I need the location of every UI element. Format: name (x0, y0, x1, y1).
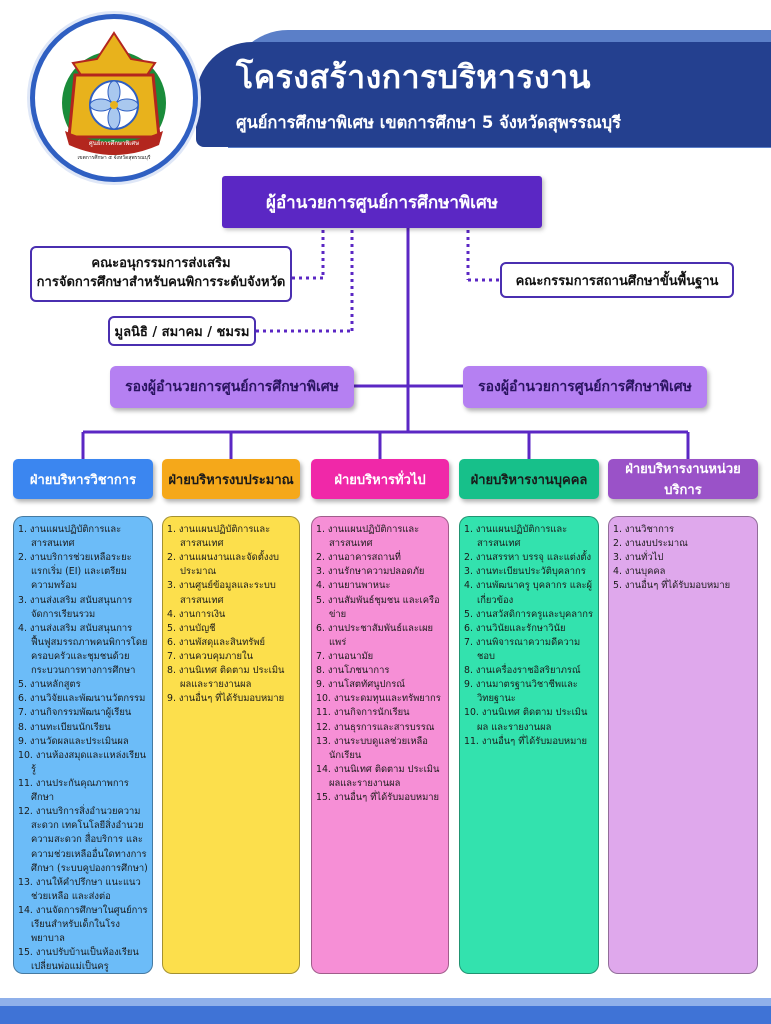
foundation-box: มูลนิธิ / สมาคม / ชมรม (108, 316, 256, 346)
task-item: 1. งานวิชาการ (613, 524, 675, 535)
task-item: 6. งานประชาสัมพันธ์และเผยแพร่ (316, 622, 434, 648)
task-item: 3. งานทะเบียนประวัติบุคลากร (464, 566, 586, 578)
task-item: 11. งานประกันคุณภาพการศึกษา (18, 777, 129, 804)
task-item: 5. งานสัมพันธ์ชุมชน และเครือข่าย (316, 594, 440, 620)
task-item: 8. งานทะเบียนนักเรียน (18, 721, 111, 733)
task-item: 5. งานหลักสูตร (18, 679, 81, 691)
footer-band-dark (0, 1006, 771, 1024)
task-item: 2. งานสรรหา บรรจุ และแต่งตั้ง (464, 552, 592, 564)
task-item: 4. งานส่งเสริม สนับสนุนการฟื้นฟูสมรรถภาพ… (18, 622, 148, 677)
provincial-subcommittee-line2: การจัดการศึกษาสำหรับคนพิการระดับจังหวัด (36, 275, 286, 290)
svg-text:เขตการศึกษา ๕ จังหวัดสุพรรณบุร: เขตการศึกษา ๕ จังหวัดสุพรรณบุรี (77, 154, 150, 161)
task-item: 1. งานแผนปฏิบัติการและสารสนเทศ (316, 524, 420, 550)
task-item: 10. งานนิเทศ ติดตาม ประเมินผล และรายงานผ… (464, 707, 588, 733)
task-item: 9. งานอื่นๆ ที่ได้รับมอบหมาย (167, 693, 285, 705)
dept-academic-header: ฝ่ายบริหารวิชาการ (13, 459, 153, 499)
task-item: 15. งานปรับบ้านเป็นห้องเรียน เปลี่ยนพ่อแ… (18, 947, 139, 973)
task-item: 3. งานศูนย์ข้อมูลและระบบสารสนเทศ (167, 580, 276, 606)
task-item: 15. งานอื่นๆ ที่ได้รับมอบหมาย (316, 792, 440, 804)
footer-band-light (0, 998, 771, 1006)
deputy-director-left-box: รองผู้อำนวยการศูนย์การศึกษาพิเศษ (110, 366, 354, 408)
task-item: 12. งานธุรการและสารบรรณ (316, 721, 435, 733)
dept-personnel-task-list: 1. งานแผนปฏิบัติการและสารสนเทศ 2. งานสรรห… (459, 516, 599, 974)
task-item: 12. งานบริการสิ่งอำนวยความสะดวก เทคโนโลย… (18, 806, 148, 874)
task-item: 14. งานจัดการศึกษาในศูนย์การเรียนสำหรับเ… (18, 904, 148, 945)
task-item: 2. งานอาคารสถานที่ (316, 552, 401, 564)
task-item: 4. งานพัฒนาครู บุคลากร และผู้เกี่ยวข้อง (464, 580, 593, 606)
task-item: 14. งานนิเทศ ติดตาม ประเมินผลและรายงานผล (316, 763, 440, 789)
task-item: 1. งานแผนปฏิบัติการและสารสนเทศ (167, 524, 271, 550)
task-item: 13. งานระบบดูแลช่วยเหลือนักเรียน (316, 735, 428, 761)
basic-education-committee-box: คณะกรรมการสถานศึกษาขั้นพื้นฐาน (500, 262, 734, 298)
task-item: 6. งานพัสดุและสินทรัพย์ (167, 636, 266, 648)
task-item: 9. งานวัดผลและประเมินผล (18, 735, 129, 747)
emblem-icon: ศูนย์การศึกษาพิเศษ เขตการศึกษา ๕ จังหวัด… (62, 31, 166, 161)
dept-general-task-list: 1. งานแผนปฏิบัติการและสารสนเทศ 2. งานอาคา… (311, 516, 449, 974)
task-item: 10. งานระดมทุนและทรัพยากร (316, 693, 441, 705)
task-item: 13. งานให้คำปรึกษา แนะแนว ช่วยเหลือ และส… (18, 876, 141, 902)
task-item: 2. งานแผนงานและจัดตั้งงบประมาณ (167, 552, 279, 578)
task-item: 6. งานวินัยและรักษาวินัย (464, 622, 566, 634)
task-item: 4. งานการเงิน (167, 608, 226, 620)
dept-general-header: ฝ่ายบริหารทั่วไป (311, 459, 449, 499)
provincial-subcommittee-line1: คณะอนุกรรมการส่งเสริม (91, 256, 231, 272)
task-item: 3. งานส่งเสริม สนับสนุนการจัดการเรียนรวม (18, 594, 133, 620)
task-item: 7. งานควบคุมภายใน (167, 650, 254, 662)
task-item: 5. งานอื่นๆ ที่ได้รับมอบหมาย (613, 580, 731, 592)
task-item: 3. งานทั่วไป (613, 552, 664, 564)
deputy-director-right-box: รองผู้อำนวยการศูนย์การศึกษาพิเศษ (463, 366, 707, 408)
task-item: 7. งานอนามัย (316, 650, 374, 662)
page-title: โครงสร้างการบริหารงาน (236, 58, 591, 96)
task-item: 2. งานงบประมาณ (613, 538, 688, 550)
header-banner (196, 42, 771, 147)
task-item: 2. งานบริการช่วยเหลือระยะแรกเริ่ม (EI) แ… (18, 552, 132, 592)
provincial-subcommittee-box: คณะอนุกรรมการส่งเสริม การจัดการศึกษาสำหร… (30, 246, 292, 302)
task-item: 3. งานรักษาความปลอดภัย (316, 566, 425, 578)
task-item: 9. งานมาตรฐานวิชาชีพและวิทยฐานะ (464, 679, 578, 705)
task-item: 7. งานกิจกรรมพัฒนาผู้เรียน (18, 707, 132, 719)
task-item: 11. งานอื่นๆ ที่ได้รับมอบหมาย (464, 735, 588, 747)
task-item: 4. งานยานพาหนะ (316, 580, 391, 592)
page-subtitle: ศูนย์การศึกษาพิเศษ เขตการศึกษา 5 จังหวัด… (236, 113, 621, 132)
task-item: 5. งานบัญชี (167, 622, 216, 634)
director-box: ผู้อำนวยการศูนย์การศึกษาพิเศษ (222, 176, 542, 228)
task-item: 7. งานพิจารณาความดีความชอบ (464, 636, 581, 662)
task-item: 10. งานห้องสมุดและแหล่งเรียนรู้ (18, 749, 147, 775)
svg-text:ศูนย์การศึกษาพิเศษ: ศูนย์การศึกษาพิเศษ (89, 139, 139, 147)
task-item: 8. งานนิเทศ ติดตาม ประเมินผลและรายงานผล (167, 665, 285, 691)
task-item: 9. งานโสตทัศนูปกรณ์ (316, 679, 405, 691)
dept-personnel-header: ฝ่ายบริหารงานบุคคล (459, 459, 599, 499)
task-item: 4. งานบุคคล (613, 566, 666, 578)
dept-budget-header: ฝ่ายบริหารงบประมาณ (162, 459, 300, 499)
task-item: 1. งานแผนปฏิบัติการและสารสนเทศ (18, 524, 122, 550)
task-item: 5. งานสวัสดิการครูและบุคลากร (464, 608, 594, 620)
task-item: 8. งานเครื่องราชอิสริยาภรณ์ (464, 665, 581, 677)
school-logo: ศูนย์การศึกษาพิเศษ เขตการศึกษา ๕ จังหวัด… (30, 14, 198, 182)
dept-service-unit-task-list: 1. งานวิชาการ 2. งานงบประมาณ 3. งานทั่วไป 4… (608, 516, 758, 974)
task-item: 11. งานกิจการนักเรียน (316, 707, 410, 719)
task-item: 6. งานวิจัยและพัฒนานวัตกรรม (18, 693, 146, 705)
dept-service-unit-header: ฝ่ายบริหารงานหน่วยบริการ (608, 459, 758, 499)
task-item: 8. งานโภชนาการ (316, 665, 390, 677)
task-item: 1. งานแผนปฏิบัติการและสารสนเทศ (464, 524, 568, 550)
